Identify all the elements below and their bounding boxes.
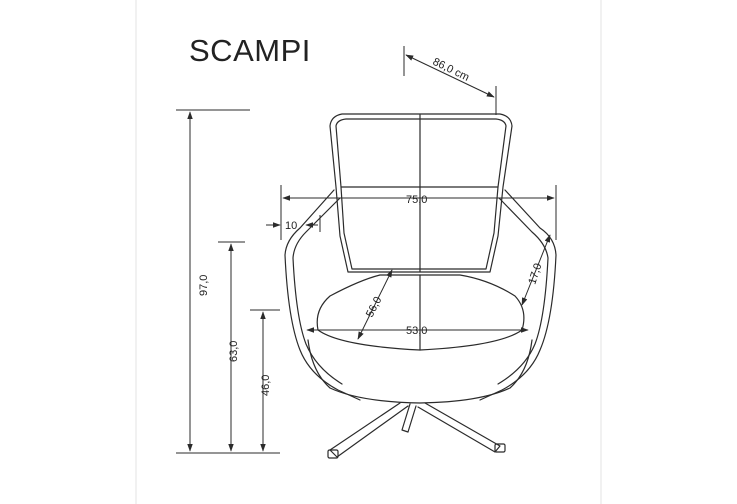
leg-right bbox=[417, 402, 501, 453]
product-title: SCAMPI bbox=[189, 33, 311, 68]
right-arm bbox=[479, 189, 557, 401]
label-arm: 10 bbox=[285, 220, 297, 232]
armrest-height-line bbox=[521, 234, 551, 306]
label-height-total: 97,0 bbox=[198, 275, 210, 296]
label-seat-depth: 56,0 bbox=[364, 295, 384, 320]
leg-center bbox=[401, 403, 417, 433]
seat-depth-line bbox=[357, 269, 393, 340]
left-arm-inner bbox=[292, 197, 343, 385]
label-armrest-height: 17,0 bbox=[526, 262, 544, 286]
depth-line bbox=[405, 54, 495, 98]
leg-foot-left bbox=[327, 449, 339, 459]
leg-left bbox=[329, 402, 409, 458]
backrest bbox=[329, 113, 513, 273]
dimension-lines bbox=[176, 46, 557, 454]
label-height-seat: 46,0 bbox=[260, 375, 272, 396]
label-width: 75,0 bbox=[406, 194, 427, 206]
chair-outline bbox=[284, 113, 557, 459]
leg-foot-right bbox=[494, 443, 506, 453]
seat-base bbox=[307, 339, 533, 404]
label-seat-width: 53,0 bbox=[406, 325, 427, 337]
backrest-inner bbox=[335, 118, 507, 270]
left-arm bbox=[284, 189, 361, 401]
label-height-arm: 63,0 bbox=[228, 341, 240, 362]
